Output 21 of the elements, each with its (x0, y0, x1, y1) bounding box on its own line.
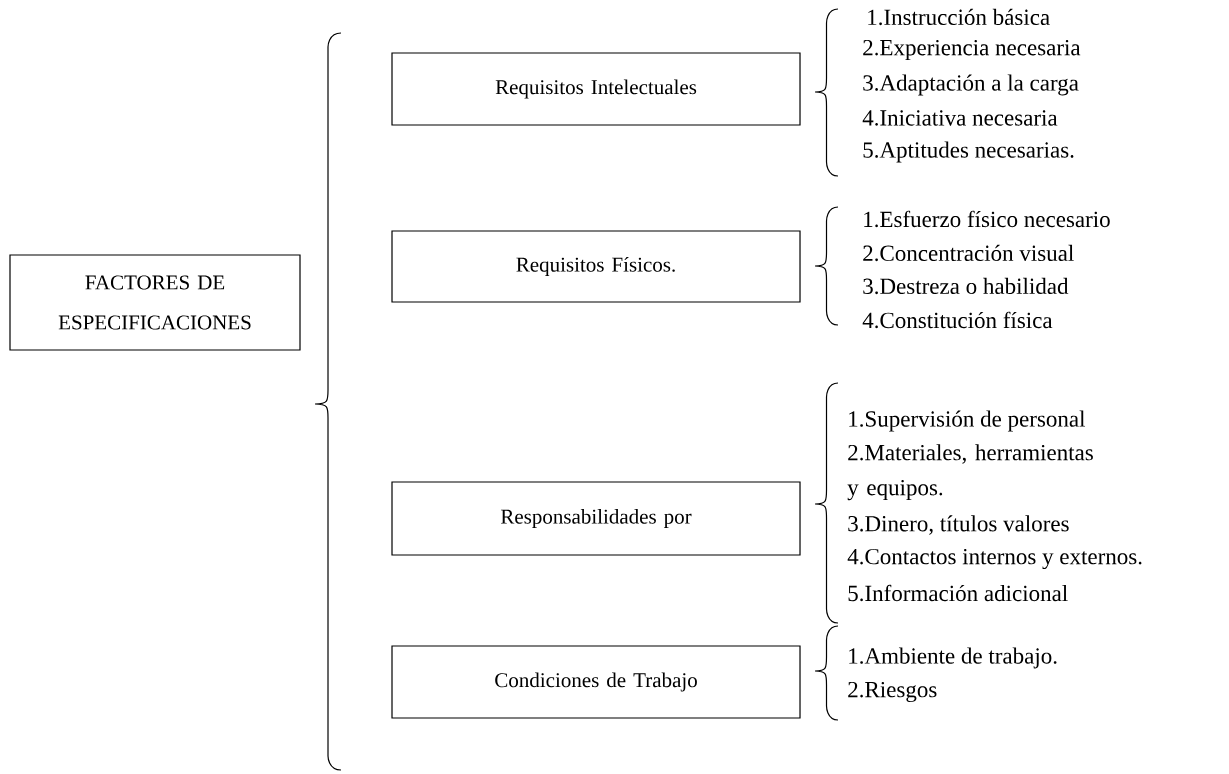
list-item: 1.Ambiente de trabajo. (849, 647, 1057, 669)
list-item: 5.Información adicional (848, 584, 1068, 602)
list-item: 4.Iniciativa necesaria (862, 110, 1058, 126)
box: Requisitos Físicos. (391, 230, 801, 303)
list-item: 1.Esfuerzo físico necesario (864, 210, 1110, 228)
box: Requisitos Intelectuales (391, 52, 801, 126)
list-item: 2.Riesgos (848, 681, 937, 703)
list-item: 3.Dinero, títulos valores (848, 515, 1069, 535)
list-item: 1.Instrucción básica (868, 8, 1050, 26)
list-item: 3.Destreza o habilidad (863, 277, 1069, 295)
list-item: 1.Supervisión de personal (849, 410, 1085, 432)
list-item: 4.Constitución física (862, 311, 1053, 329)
box: Condiciones de Trabajo (391, 645, 801, 719)
list-item: 2.Concentración visual (863, 244, 1074, 262)
list-item: 2.Experiencia necesaria (863, 39, 1081, 61)
list-item: 2.Materiales, herramientas y equipos. (847, 444, 1093, 501)
list-item: 3.Adaptación a la carga (863, 74, 1079, 96)
list-item: 4.Contactos internos y externos. (847, 548, 1142, 570)
box: FACTORES DE ESPECIFICACIONES (9, 254, 301, 351)
box: Responsabilidades por (391, 481, 801, 556)
list-item: 5.Aptitudes necesarias. (863, 141, 1074, 163)
